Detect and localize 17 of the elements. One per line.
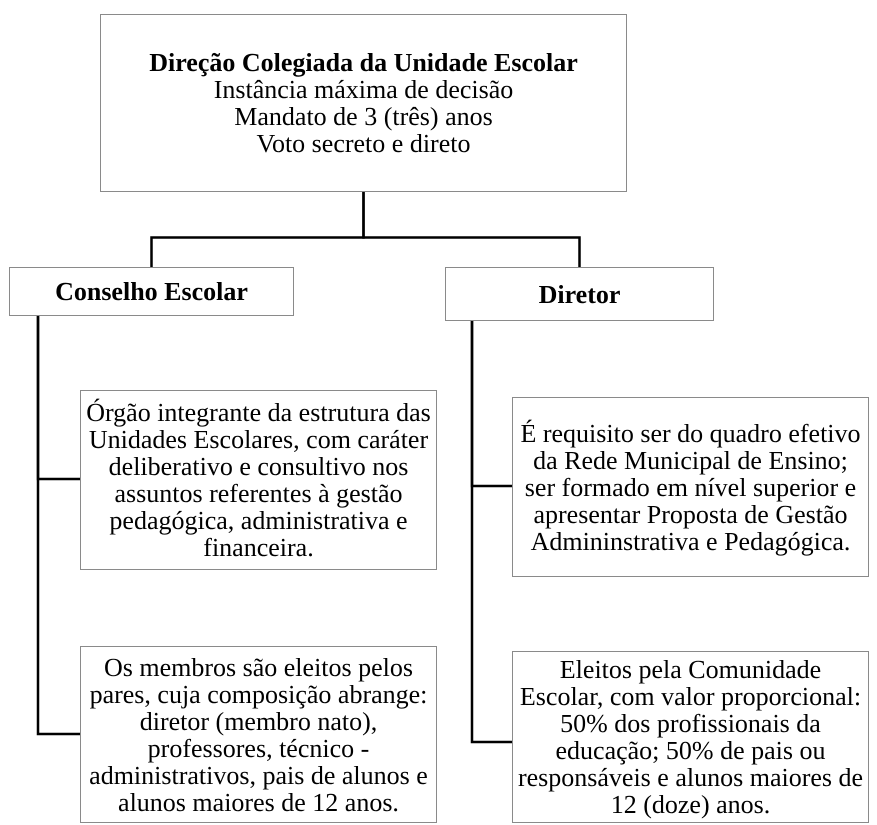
connector-line bbox=[36, 316, 80, 736]
heading-box bbox=[445, 267, 714, 321]
body-text: Mandato de 3 (três) anos bbox=[234, 103, 493, 130]
body-text: Voto secreto e direto bbox=[256, 130, 470, 157]
heading: Direção Colegiada da Unidade Escolar bbox=[149, 49, 578, 76]
body-text: Os membros são eleitos pelos pares, cuja composição abrange: diretor (membro nato), professores, técnico - administrativos, pais de alunos e alunos maiores de 12 anos. bbox=[88, 654, 429, 816]
body-text: Eleitos pela Comunidade Escolar, com valor proporcional: 50% dos profissionais da educação; 50% de pais ou responsáveis e alunos maiores de 12 (doze) anos. bbox=[516, 656, 864, 818]
connector-line bbox=[362, 192, 581, 267]
body-text: Instância máxima de decisão bbox=[214, 76, 514, 103]
body-text: Órgão integrante da estrutura das Unidades Escolares, com caráter deliberativo e consultivo nos assuntos referentes à gestão pedagógica, administrativa e financeira. bbox=[85, 399, 432, 561]
text-box bbox=[512, 397, 869, 577]
body-text: É requisito ser do quadro efetivo da Rede Municipal de Ensino; ser formado em nível superior e apresentar Proposta de Gestão Admininstrativa e Pedagógica. bbox=[519, 420, 862, 554]
title-box bbox=[100, 14, 627, 192]
heading: Diretor bbox=[538, 280, 620, 308]
connector-line bbox=[470, 321, 512, 744]
heading: Conselho Escolar bbox=[55, 278, 248, 305]
heading-box bbox=[9, 267, 294, 316]
